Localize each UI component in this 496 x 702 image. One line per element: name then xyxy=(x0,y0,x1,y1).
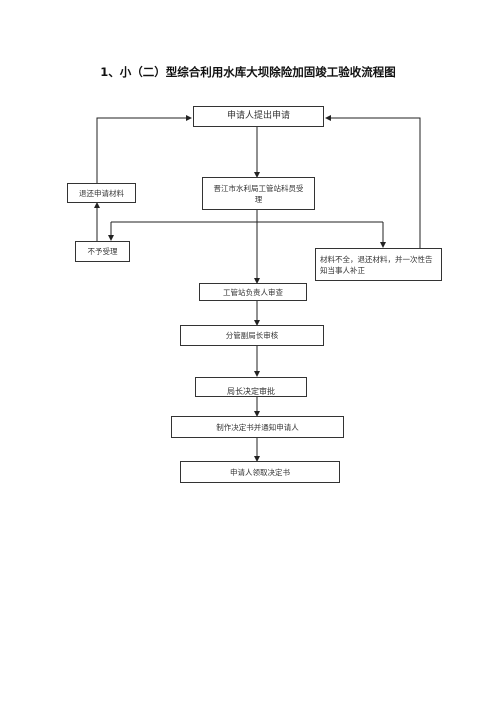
page-title: 1、小（二）型综合利用水库大坝除险加固竣工验收流程图 xyxy=(100,65,396,79)
node-station-review: 工管站负责人审查 xyxy=(199,283,307,301)
node-deputy-review: 分管副局长审核 xyxy=(180,325,324,346)
node-director-approve: 局长决定审批 xyxy=(195,377,307,397)
node-incomplete: 材料不全，退还材料，并一次性告知当事人补正 xyxy=(315,248,442,281)
connector-return-apply xyxy=(96,115,192,184)
node-return-materials: 退还申请材料 xyxy=(67,183,136,203)
node-collect: 申请人领取决定书 xyxy=(180,461,340,483)
node-apply: 申请人提出申请 xyxy=(193,106,324,127)
connector-incomplete-apply xyxy=(325,115,421,248)
node-make-decision: 制作决定书并通知申请人 xyxy=(171,416,344,438)
node-accept: 晋江市水利局工管站科员受理 xyxy=(202,177,315,210)
node-reject: 不予受理 xyxy=(75,241,130,262)
